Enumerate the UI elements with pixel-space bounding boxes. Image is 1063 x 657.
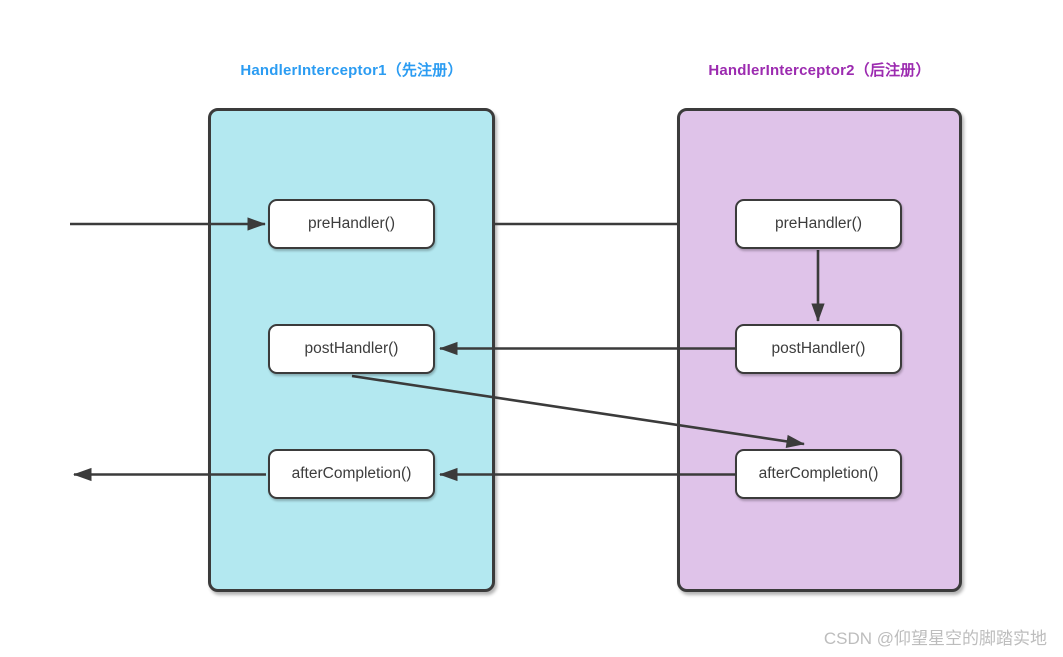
- interceptor1-title: HandlerInterceptor1（先注册）: [240, 62, 463, 79]
- interceptor2-title: HandlerInterceptor2（后注册）: [708, 62, 931, 79]
- interceptor2-aftercompletion-node: afterCompletion(): [735, 449, 902, 499]
- interceptor2-posthandler-node: postHandler(): [735, 324, 902, 374]
- interceptor2-prehandler-node: preHandler(): [735, 199, 902, 249]
- posthandler-to-aftercompletion-arrow: [351, 374, 805, 448]
- interceptor1-aftercompletion-node: afterCompletion(): [268, 449, 435, 499]
- interceptor1-posthandler-node: postHandler(): [268, 324, 435, 374]
- csdn-watermark: CSDN @仰望星空的脚踏实地: [823, 629, 1047, 648]
- interceptor1-prehandler-node: preHandler(): [268, 199, 435, 249]
